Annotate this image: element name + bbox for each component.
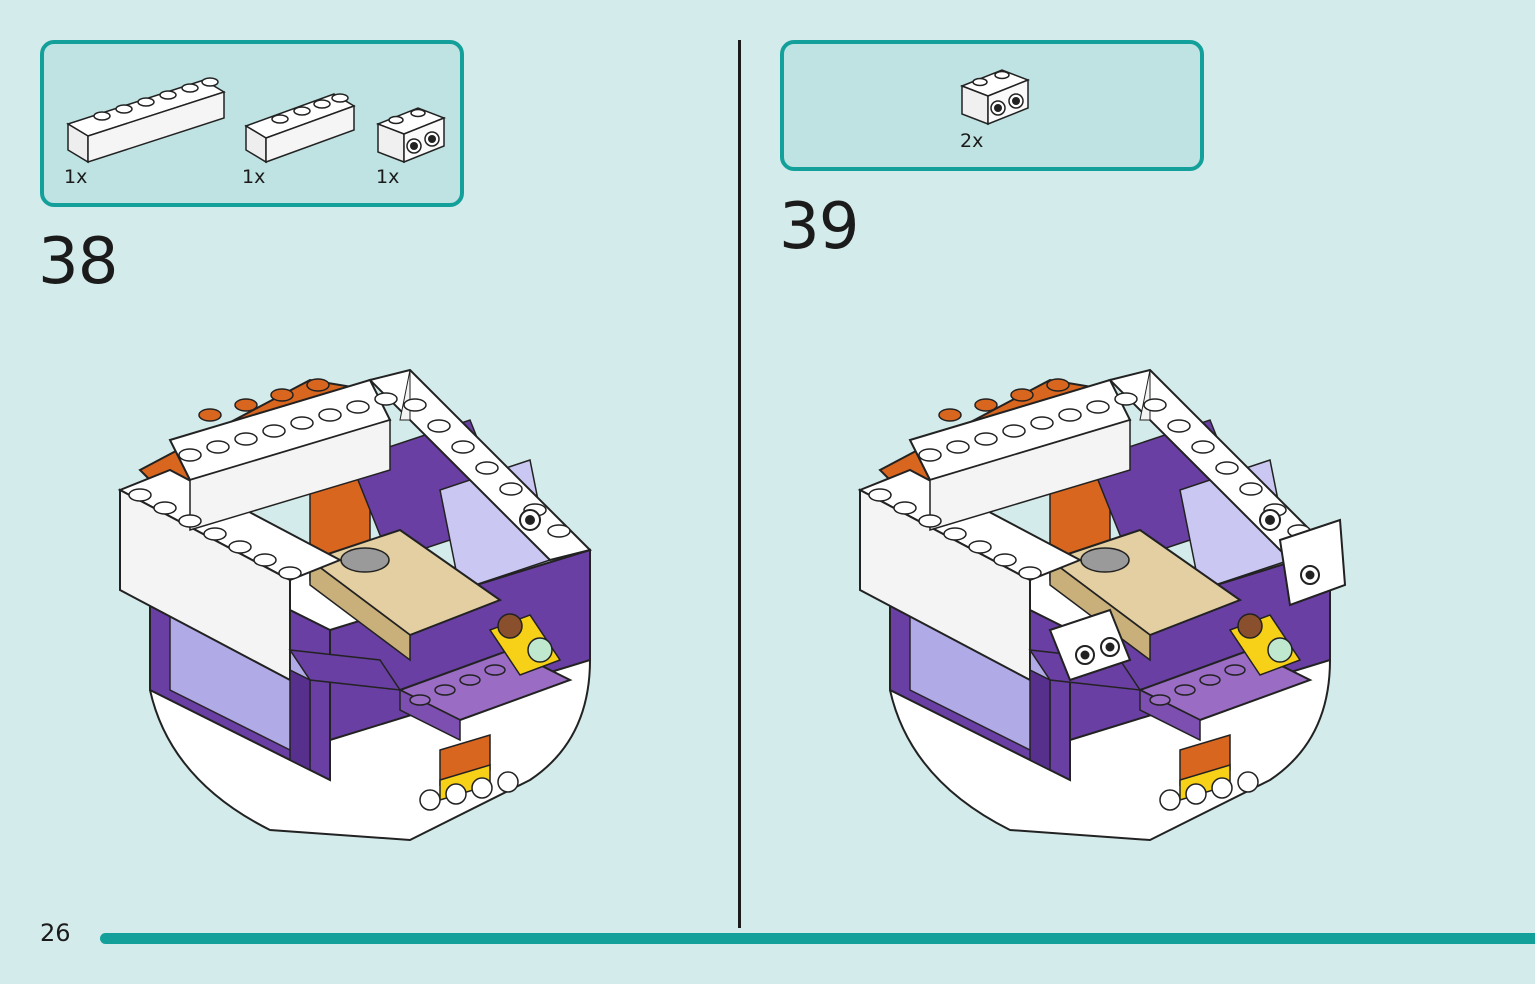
model-illustration-step-39 [857, 368, 1347, 842]
footer-rule [100, 933, 1535, 944]
white-brick-side-studs-icon [959, 69, 1031, 126]
step-number: 38 [38, 225, 118, 299]
white-brick-1x4-icon [244, 93, 356, 164]
page-divider [738, 40, 741, 928]
page-number: 26 [40, 919, 71, 947]
parts-callout-step-39: 2x [780, 40, 1204, 171]
parts-callout-step-38: 1x 1x 1x [40, 40, 464, 207]
part-qty: 1x [376, 166, 400, 188]
part-qty: 1x [242, 166, 266, 188]
part-qty: 1x [64, 166, 88, 188]
model-illustration-step-38 [117, 368, 592, 842]
part-qty: 2x [960, 130, 984, 152]
white-brick-1x6-icon [66, 77, 226, 164]
step-number: 39 [779, 190, 859, 264]
white-brick-side-studs-icon [375, 107, 447, 164]
